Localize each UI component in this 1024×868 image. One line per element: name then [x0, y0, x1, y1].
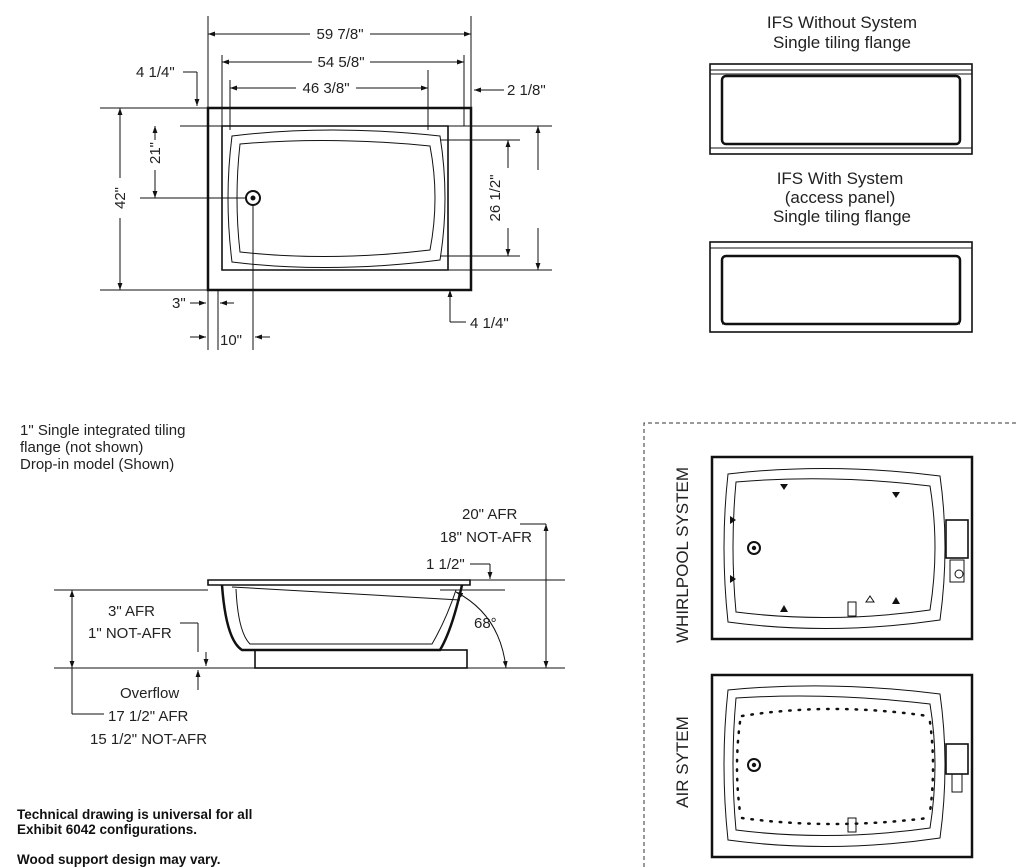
whirlpool-tub	[710, 455, 974, 641]
wood-support	[254, 649, 468, 669]
not-afr-top-height: 18" NOT-AFR	[440, 529, 532, 546]
dim-bottom-right: 4 1/4"	[470, 315, 509, 332]
section-view: 20" AFR 18" NOT-AFR 1 1/2" 68° 3" AFR 1"…	[54, 506, 565, 748]
systems-panel: WHIRLPOOL SYSTEM AIR SYTEM	[643, 422, 1016, 868]
dim-drain-depth: 21"	[147, 142, 164, 164]
ifs-without-subtitle: Single tiling flange	[773, 33, 911, 52]
overflow-label: Overflow	[120, 685, 179, 702]
pump-icon	[945, 519, 969, 559]
whirlpool-system-label: WHIRLPOOL SYSTEM	[673, 467, 692, 643]
overflow-not-afr: 15 1/2" NOT-AFR	[90, 731, 207, 748]
wood-support-note: Wood support design may vary.	[17, 852, 221, 867]
flange-note-line2: flange (not shown)	[20, 439, 143, 456]
ifs-without-title: IFS Without System	[767, 13, 917, 32]
flange-note-line3: Drop-in model (Shown)	[20, 456, 174, 473]
flange-note-line1: 1" Single integrated tiling	[20, 422, 185, 439]
overflow-afr: 17 1/2" AFR	[108, 708, 189, 725]
blower-icon	[945, 743, 969, 775]
ifs-without-view: IFS Without System Single tiling flange	[709, 13, 973, 155]
dim-overall-width: 59 7/8"	[316, 26, 363, 43]
ifs-with-subtitle: (access panel)	[785, 188, 896, 207]
dim-mid-width: 54 5/8"	[317, 54, 364, 71]
afr-floor-height: 3" AFR	[108, 603, 155, 620]
not-afr-floor-height: 1" NOT-AFR	[88, 625, 172, 642]
dim-inner-width: 46 3/8"	[302, 80, 349, 97]
dim-bottom-left: 3"	[172, 295, 186, 312]
air-tub	[710, 673, 974, 859]
tub-basin	[227, 129, 446, 269]
dim-drain-offset: 10"	[220, 332, 242, 349]
dim-right-offset: 2 1/8"	[507, 82, 546, 99]
ifs-with-title: IFS With System	[777, 169, 904, 188]
wall-angle: 68°	[474, 615, 497, 632]
dim-left-offset: 4 1/4"	[136, 64, 175, 81]
tub-rim	[221, 125, 449, 271]
tub-basin-inner	[236, 139, 436, 258]
ifs-with-flange: Single tiling flange	[773, 207, 911, 226]
ifs-with-view: IFS With System (access panel) Single ti…	[709, 169, 973, 333]
dim-overall-depth: 42"	[112, 187, 129, 209]
universal-note-line1: Technical drawing is universal for all	[17, 807, 252, 822]
tub-outline	[206, 106, 473, 292]
systems-divider	[643, 422, 1016, 868]
dim-inner-depth: 26 1/2"	[487, 174, 504, 221]
afr-top-height: 20" AFR	[462, 506, 518, 523]
tub-rim-section	[207, 579, 471, 586]
tub-body-section	[220, 584, 464, 652]
rim-thickness: 1 1/2"	[426, 556, 465, 573]
air-system-label: AIR SYTEM	[673, 716, 692, 808]
universal-note-line2: Exhibit 6042 configurations.	[17, 822, 197, 837]
plan-view: 59 7/8" 54 5/8" 46 3/8" 4 1/4" 2 1/8" 42…	[100, 16, 552, 350]
